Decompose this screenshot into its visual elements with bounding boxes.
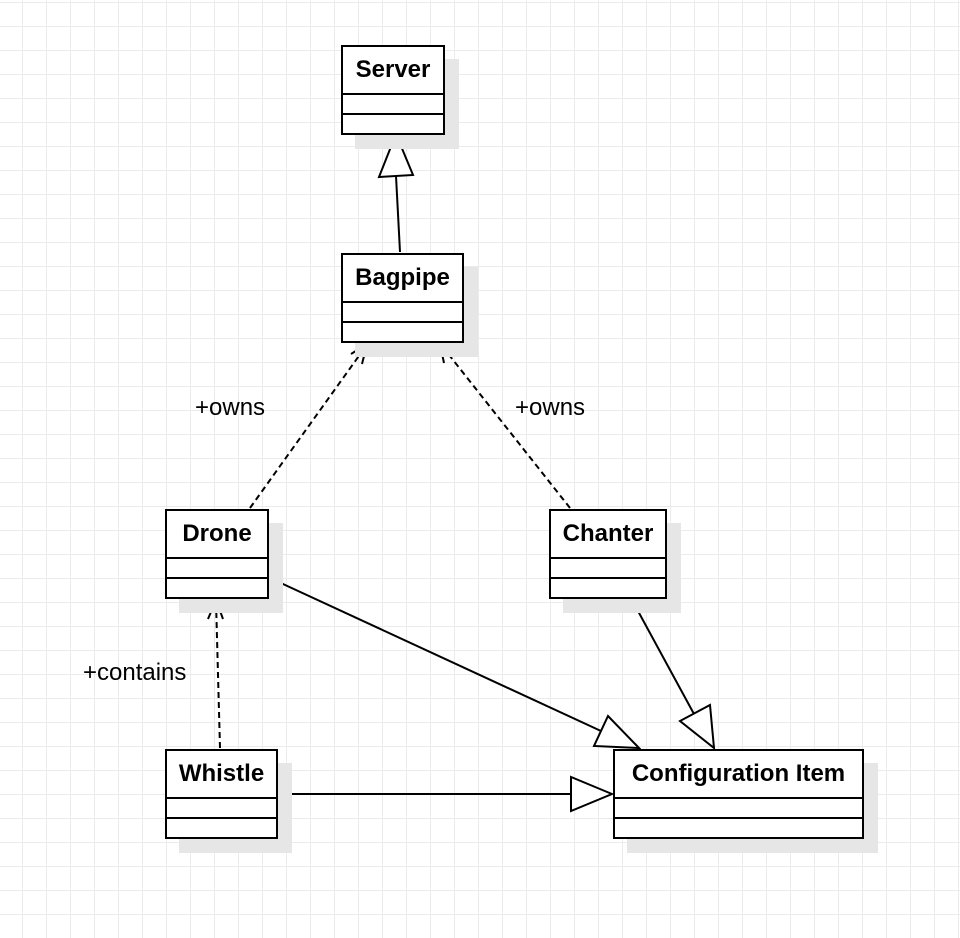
class-name: Server — [343, 47, 443, 95]
edge-bagpipe-server — [377, 131, 415, 253]
operations-compartment — [167, 819, 276, 835]
class-name: Drone — [167, 511, 267, 559]
attributes-compartment — [343, 95, 443, 115]
attributes-compartment — [551, 559, 665, 579]
class-server[interactable]: Server — [341, 45, 445, 135]
attributes-compartment — [343, 303, 462, 323]
operations-compartment — [343, 115, 443, 131]
edge-whistle-configuration-item — [278, 775, 615, 813]
class-bagpipe[interactable]: Bagpipe — [341, 253, 464, 343]
class-name: Bagpipe — [343, 255, 462, 303]
edge-drone-bagpipe — [249, 341, 369, 509]
operations-compartment — [167, 579, 267, 595]
class-whistle[interactable]: Whistle — [165, 749, 278, 839]
edge-chanter-configuration-item — [631, 599, 716, 751]
edge-drone-configuration-item — [269, 577, 642, 750]
class-name: Whistle — [167, 751, 276, 799]
generalization-arrowhead — [678, 703, 716, 751]
class-chanter[interactable]: Chanter — [549, 509, 667, 599]
class-name: Chanter — [551, 511, 665, 559]
label-drone-owns: +owns — [195, 394, 266, 421]
label-chanter-owns: +owns — [515, 394, 586, 421]
class-configuration-item[interactable]: Configuration Item — [613, 749, 864, 839]
operations-compartment — [615, 819, 862, 835]
dependency-arrowhead — [438, 341, 457, 364]
generalization-arrowhead — [570, 775, 615, 813]
generalization-arrowhead — [592, 714, 642, 750]
edge-whistle-drone — [207, 597, 224, 749]
label-whistle-contains: +contains — [83, 659, 187, 686]
dependency-arrowhead — [207, 597, 224, 620]
class-name: Configuration Item — [615, 751, 862, 799]
operations-compartment — [551, 579, 665, 595]
attributes-compartment — [615, 799, 862, 819]
edge-chanter-bagpipe — [438, 341, 571, 509]
generalization-arrowhead — [377, 131, 415, 179]
class-drone[interactable]: Drone — [165, 509, 269, 599]
operations-compartment — [343, 323, 462, 339]
dependency-arrowhead — [350, 341, 369, 365]
attributes-compartment — [167, 559, 267, 579]
attributes-compartment — [167, 799, 276, 819]
